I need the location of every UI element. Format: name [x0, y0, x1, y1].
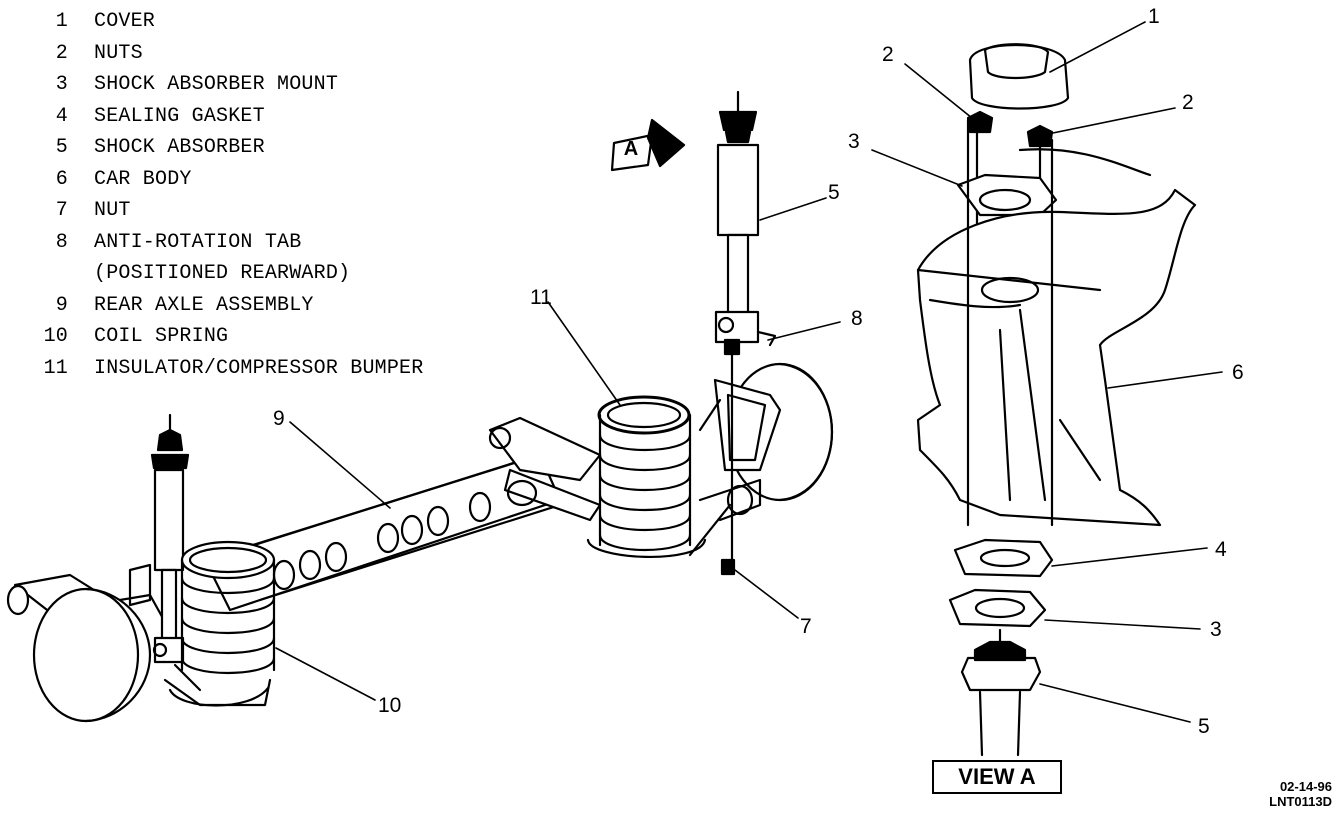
- callout-4-gasket: 4: [1215, 538, 1227, 561]
- rear-axle-beam: [203, 416, 602, 612]
- callout-9-axle: 9: [273, 407, 285, 430]
- callout-11-insulator: 11: [530, 286, 552, 309]
- callout-10-coil-spring: 10: [378, 694, 402, 717]
- callout-2-nut-left: 2: [882, 43, 894, 66]
- callout-5-shock-top: 5: [1198, 715, 1210, 738]
- callout-3-lower-mount: 3: [1210, 618, 1222, 641]
- right-brake-drum: [688, 362, 834, 557]
- date-code: 02-14-96: [1279, 779, 1332, 794]
- view-a-marker: A: [623, 138, 639, 160]
- left-brake-drum: [6, 573, 272, 723]
- right-coil-spring: [586, 395, 707, 559]
- left-shock-absorber: [128, 413, 202, 692]
- view-a-strut-assembly: [916, 43, 1197, 757]
- view-a-arrow: [610, 118, 686, 172]
- view-a-label: VIEW A: [932, 760, 1062, 794]
- drawing-code: LNT0113D: [1269, 794, 1332, 809]
- right-shock-absorber: [714, 90, 777, 576]
- leader-lines: [275, 21, 1223, 723]
- callout-1-cover: 1: [1148, 5, 1160, 28]
- callout-8-anti-rotation-tab: 8: [851, 307, 863, 330]
- left-coil-spring: [180, 540, 276, 675]
- callout-5-shock: 5: [828, 181, 840, 204]
- callout-2-nut-right: 2: [1182, 91, 1194, 114]
- callout-6-car-body: 6: [1232, 361, 1244, 384]
- callout-3-upper-mount: 3: [848, 130, 860, 153]
- callout-7-nut: 7: [800, 615, 812, 638]
